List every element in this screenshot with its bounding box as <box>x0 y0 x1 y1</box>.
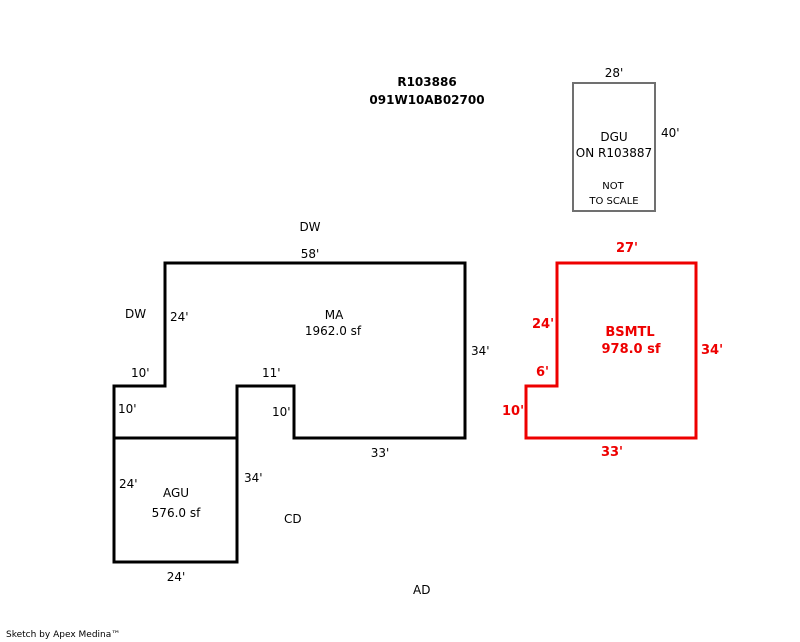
ma-area: 1962.0 sf <box>304 324 362 338</box>
bsmtl-dim-left-upper: 24' <box>532 317 555 332</box>
ma-code: MA <box>324 308 344 322</box>
dgu-note: ON R103887 <box>575 146 653 160</box>
ma-dim-notch-top: 11' <box>262 366 281 380</box>
parcel-id: R103886 <box>397 75 457 89</box>
ma-dim-top: 58' <box>300 247 320 261</box>
sketch-credit: Sketch by Apex Medina™ <box>6 630 121 640</box>
dgu-scale-note-2: TO SCALE <box>589 196 639 207</box>
detached-garage-outline <box>572 82 656 212</box>
cd-label: CD <box>284 512 302 526</box>
agu-dim-right: 34' <box>244 471 263 485</box>
ma-dim-notch-right: 10' <box>272 405 291 419</box>
bsmtl-dim-top: 27' <box>615 241 639 256</box>
agu-area: 576.0 sf <box>151 506 201 520</box>
agu-code: AGU <box>162 486 190 500</box>
agu-dim-left: 24' <box>119 477 138 491</box>
main-area-outline <box>112 261 467 440</box>
bsmtl-code: BSMTL <box>605 325 655 340</box>
bsmtl-area: 978.0 sf <box>601 342 661 357</box>
dgu-scale-note-1: NOT <box>602 181 624 192</box>
basement-outline <box>524 261 698 440</box>
driveway-label-left: DW <box>125 307 147 321</box>
ma-dim-right: 34' <box>471 344 490 358</box>
driveway-label-top: DW <box>299 220 321 234</box>
dgu-dim-right: 40' <box>661 126 680 140</box>
ma-dim-step-top: 10' <box>131 366 150 380</box>
account-number: 091W10AB02700 <box>369 93 485 107</box>
ad-label: AD <box>413 583 431 597</box>
bsmtl-dim-right: 34' <box>701 343 724 358</box>
bsmtl-dim-left-lower: 10' <box>502 404 525 419</box>
ma-dim-step-left: 10' <box>118 402 137 416</box>
dgu-dim-top: 28' <box>604 66 624 80</box>
bsmtl-dim-bottom: 33' <box>600 445 624 460</box>
ma-dim-left-upper: 24' <box>170 310 189 324</box>
agu-dim-bottom: 24' <box>166 570 186 584</box>
bsmtl-dim-step: 6' <box>536 365 550 380</box>
ma-dim-bottom: 33' <box>370 446 390 460</box>
dgu-code: DGU <box>600 130 628 144</box>
garage-outline <box>112 436 239 564</box>
